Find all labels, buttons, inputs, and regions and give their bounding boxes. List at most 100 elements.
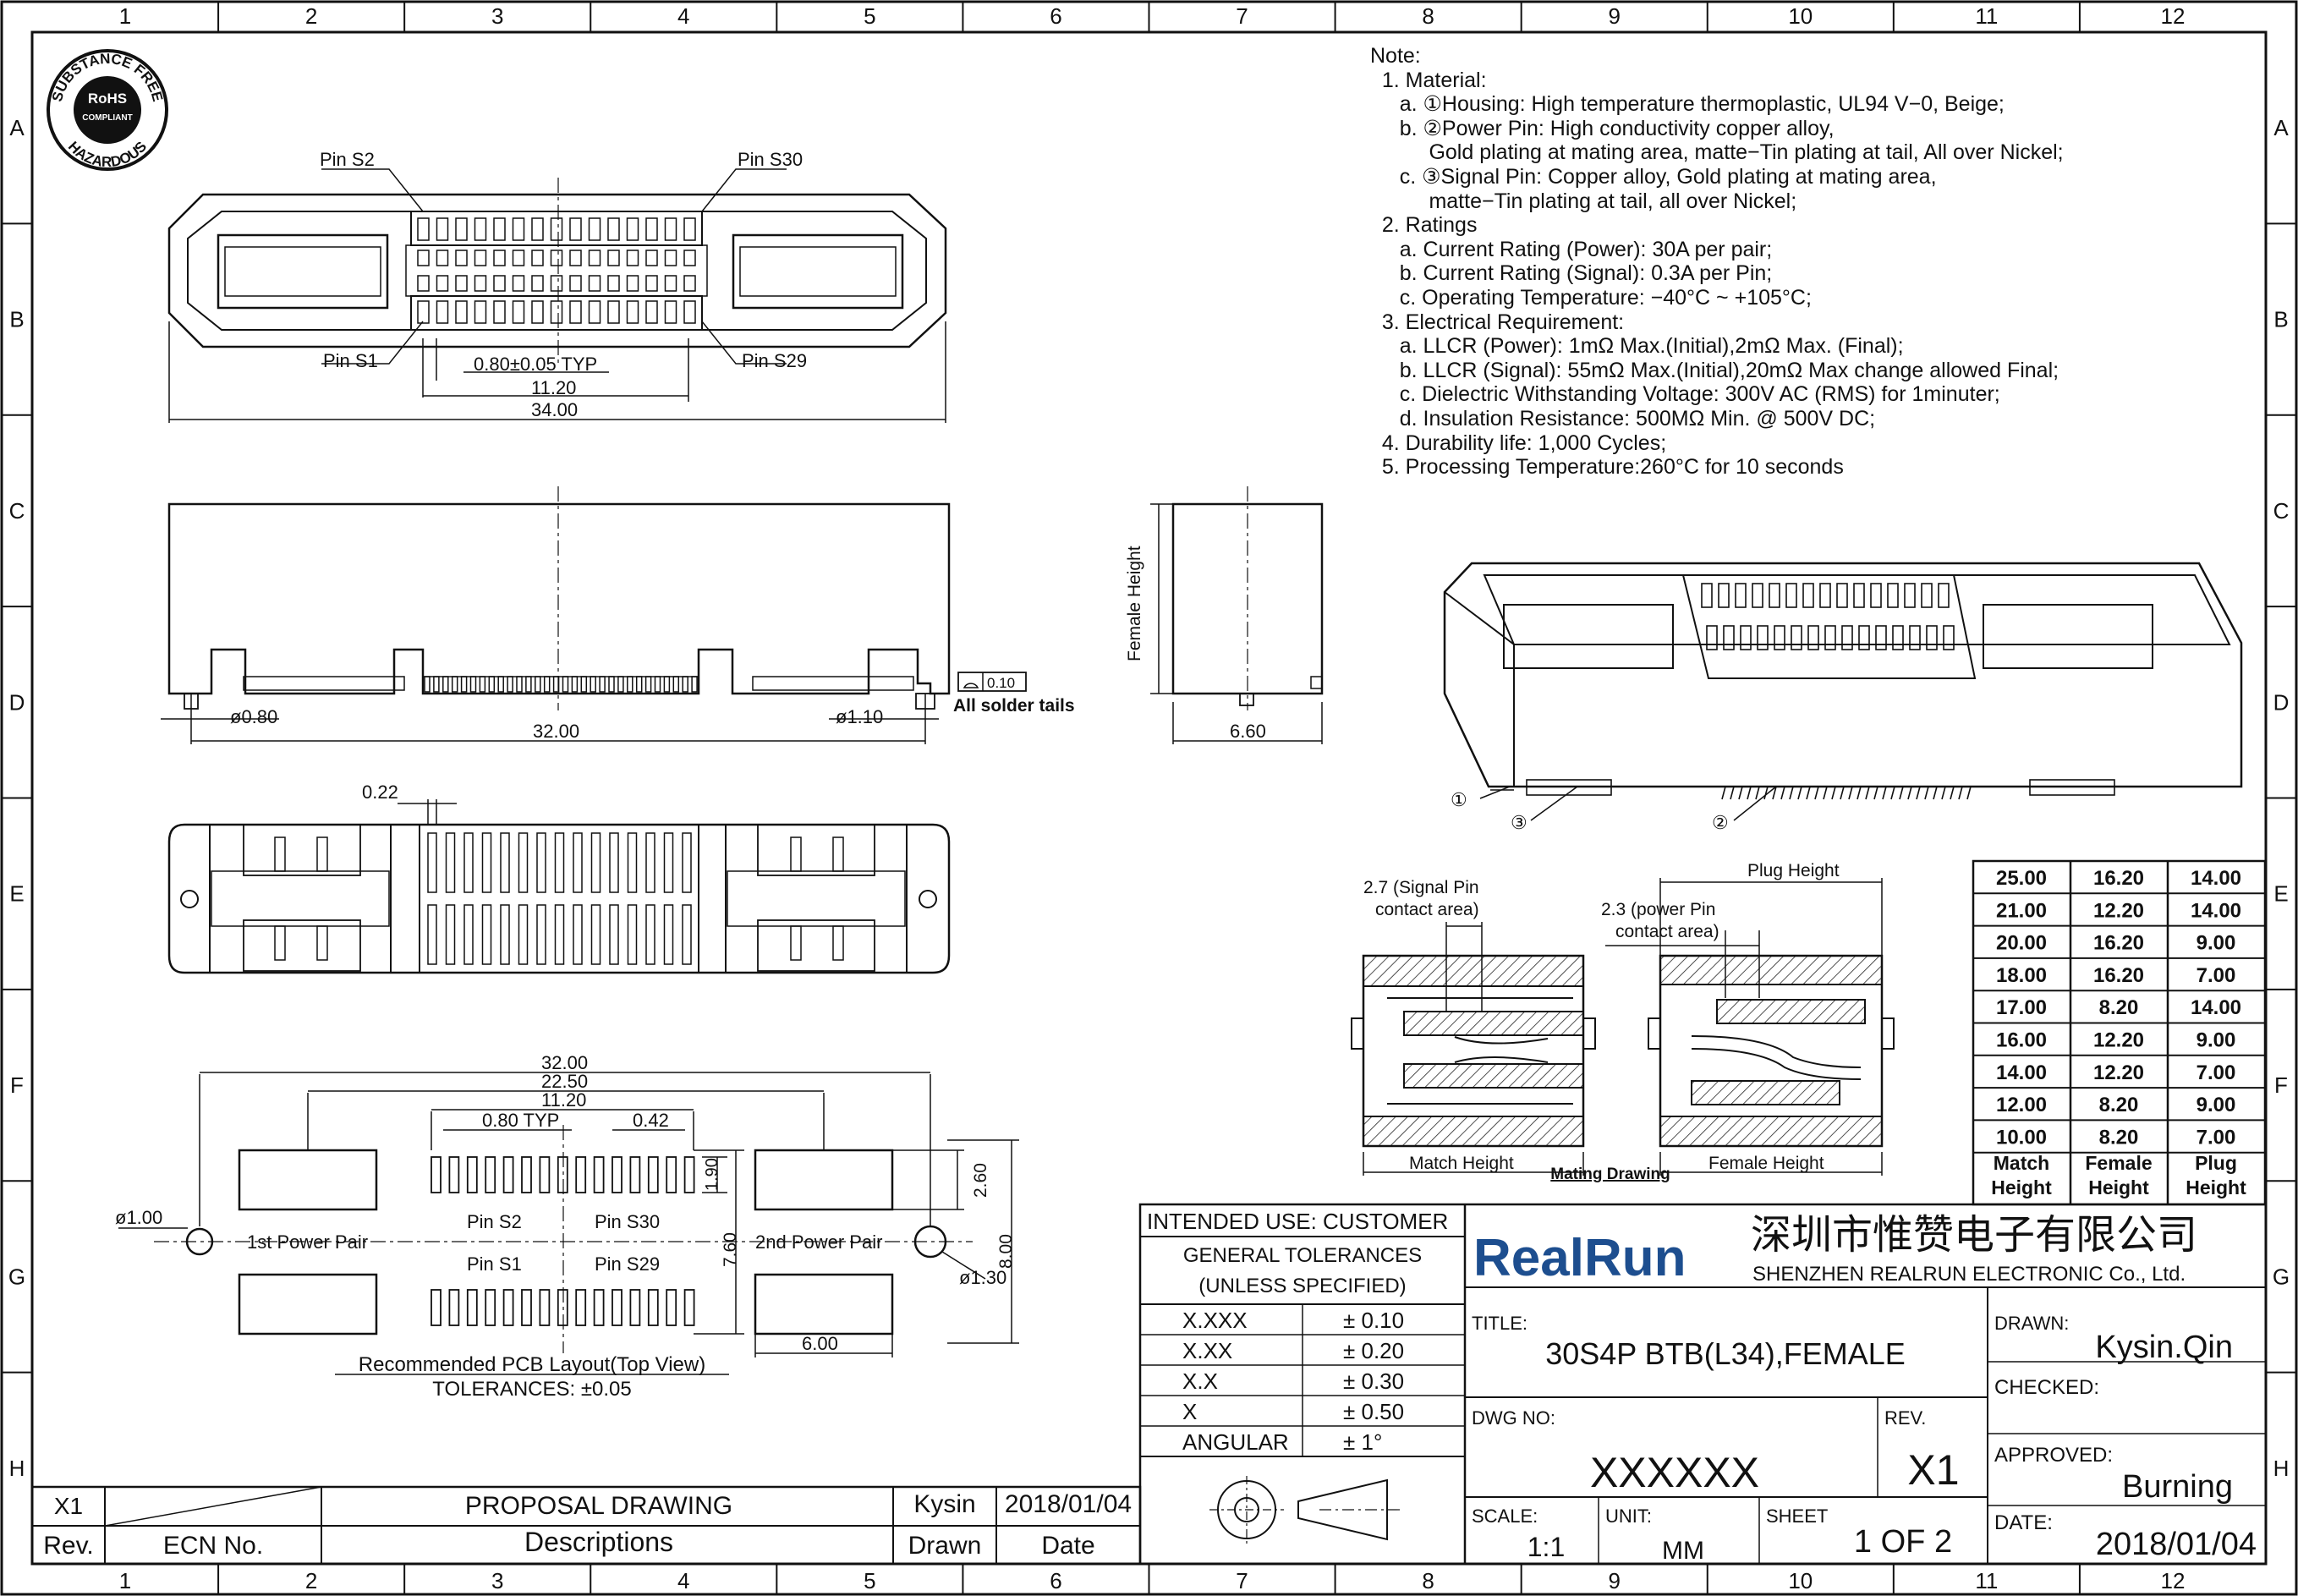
frame-row-label: B	[9, 307, 24, 332]
rohs-compliant-text: COMPLIANT	[82, 113, 132, 123]
height-table-cell: 8.20	[2099, 1126, 2139, 1149]
frame-row-label: F	[10, 1072, 24, 1098]
pcb-dim-hole-left: ø1.00	[115, 1207, 162, 1228]
signal-pin-lower	[607, 300, 620, 324]
pcb-pad-upper	[466, 1156, 478, 1193]
iso-pin-lower	[1909, 625, 1921, 650]
pcb-pad-upper	[521, 1156, 532, 1193]
iso-pin-upper	[1921, 583, 1933, 608]
signal-pin-lower	[626, 300, 639, 324]
bottom-pin-upper	[627, 832, 638, 893]
solder-tail	[488, 676, 496, 693]
solder-tail	[617, 676, 624, 693]
revision-block	[30, 1485, 1142, 1566]
bottom-pin-lower	[645, 904, 655, 965]
note-line: 1. Material:	[1370, 68, 1487, 92]
frame-row-label: C	[2273, 498, 2290, 524]
signal-pin-contact	[474, 250, 487, 266]
iso-pin-upper	[1701, 583, 1713, 608]
signal-pin-contact	[569, 275, 582, 292]
bottom-pin-lower	[463, 904, 474, 965]
dim-side-width: 6.60	[1230, 721, 1266, 742]
note-line: matte−Tin plating at tail, all over Nick…	[1370, 189, 1797, 213]
iso-pin-lower	[1824, 625, 1836, 650]
approved-value: Burning	[2122, 1469, 2233, 1505]
pcb-dim-row-span: 7.60	[721, 1232, 740, 1267]
frame-column-label: 8	[1422, 3, 1434, 29]
frame-row-label: A	[9, 115, 25, 140]
pcb-tolerance: TOLERANCES: ±0.05	[432, 1378, 632, 1401]
pcb-dim-overall-h: 8.00	[996, 1234, 1016, 1269]
signal-pin-contact	[683, 275, 696, 292]
frame-row-label: H	[2273, 1456, 2290, 1481]
iso-pin-lower	[1892, 625, 1904, 650]
height-table-cell: 14.00	[1996, 1061, 2047, 1084]
frame-column-label: 5	[864, 1568, 875, 1593]
header-match-2: Height	[1991, 1176, 2052, 1198]
iso-pin-lower	[1740, 625, 1752, 650]
dim-pin-width: 0.22	[362, 782, 398, 803]
note-line: 5. Processing Temperature:260°C for 10 s…	[1370, 455, 1844, 480]
iso-pin-upper	[1769, 583, 1780, 608]
pcb-dim-hole-right: ø1.30	[959, 1267, 1006, 1288]
note-line: d. Insulation Resistance: 500MΩ Min. @ 5…	[1370, 406, 1876, 431]
height-table-cell: 21.00	[1996, 899, 2047, 922]
tolerance-value: ± 0.50	[1343, 1399, 1404, 1424]
frame-column-label: 7	[1236, 1568, 1248, 1593]
callout-signal-pin: ③	[1511, 812, 1527, 833]
solder-tail	[479, 676, 486, 693]
signal-pin-contact	[455, 250, 468, 266]
gen-tol-line2: (UNLESS SPECIFIED)	[1198, 1275, 1406, 1297]
note-line: a. LLCR (Power): 1mΩ Max.(Initial),2mΩ M…	[1370, 334, 1904, 359]
pcb-pad-upper	[557, 1156, 568, 1193]
note-line: Note:	[1370, 44, 1421, 68]
pcb-pad-lower	[485, 1289, 496, 1326]
iso-tail	[1780, 786, 1785, 800]
rev-description: PROPOSAL DRAWING	[465, 1492, 732, 1520]
dim-peg-pitch: 32.00	[533, 721, 579, 742]
solder-tail	[672, 676, 680, 693]
frame-row-label: B	[2273, 307, 2288, 332]
bottom-pin-lower	[627, 904, 638, 965]
iso-tail	[1730, 786, 1735, 800]
label-pin-s30: Pin S30	[738, 149, 803, 170]
pcb-dim-pad-width: 0.42	[633, 1110, 669, 1131]
sheet-value: 1 OF 2	[1854, 1524, 1952, 1560]
iso-tail	[1797, 786, 1802, 800]
signal-pin-contact	[493, 275, 506, 292]
iso-tail	[1950, 786, 1955, 800]
frame-column-label: 5	[864, 3, 875, 29]
bottom-pin-lower	[590, 904, 601, 965]
signal-pin-contact	[683, 250, 696, 266]
iso-signal-pins	[1701, 583, 1955, 650]
note-line: c. Operating Temperature: −40°C ~ +105°C…	[1370, 285, 1812, 310]
mating-labels: 2.7 (Signal Pin contact area) 2.3 (power…	[1363, 861, 1840, 1183]
iso-pin-upper	[1887, 583, 1899, 608]
frame-column-label: 12	[2160, 3, 2185, 29]
bottom-pin-upper	[536, 832, 546, 893]
signal-pin-contact	[474, 275, 487, 292]
height-table-cell: 12.00	[1996, 1094, 2047, 1116]
signal-pin-upper	[569, 217, 582, 241]
bottom-pin-lower	[682, 904, 692, 965]
bottom-pin-upper	[645, 832, 655, 893]
iso-callouts: ① ③ ②	[1451, 789, 1729, 833]
signal-pin-upper	[683, 217, 696, 241]
frame-row-label: C	[9, 498, 25, 524]
dwg-no-value: XXXXXX	[1590, 1449, 1759, 1496]
solder-tail	[682, 676, 688, 693]
signal-pin-contact	[569, 250, 582, 266]
frame-column-label: 1	[119, 1568, 131, 1593]
pcb-pad-lower	[666, 1289, 677, 1326]
height-table-cell: 14.00	[2191, 867, 2241, 890]
side-view	[1150, 486, 1324, 744]
pcb-label-power-left: 1st Power Pair	[247, 1231, 368, 1253]
solder-tail	[424, 676, 431, 693]
iso-pin-lower	[1723, 625, 1735, 650]
tolerance-value: ± 0.30	[1343, 1368, 1404, 1394]
solder-tail	[562, 676, 569, 693]
pcb-pad-upper	[448, 1156, 460, 1193]
bottom-pin-lower	[445, 904, 456, 965]
